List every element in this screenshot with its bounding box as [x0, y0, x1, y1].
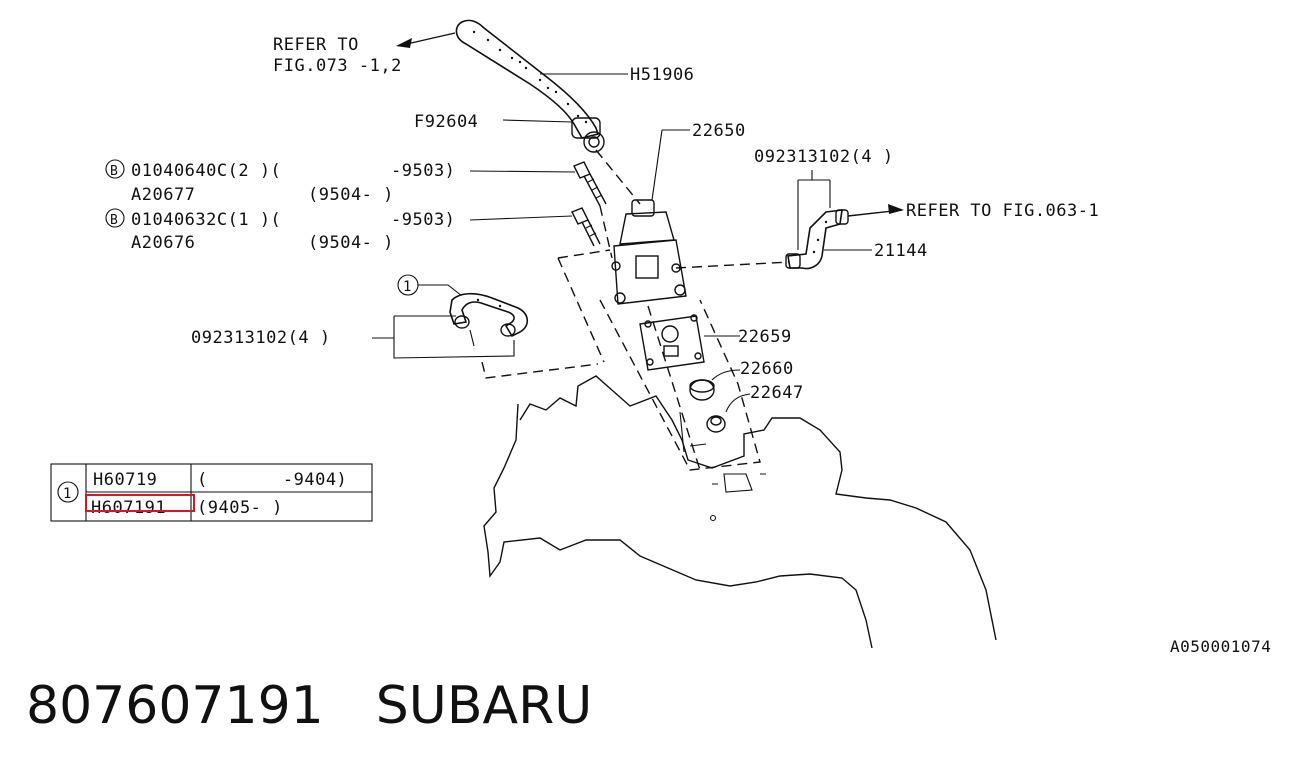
arrow-to-refer-top	[396, 32, 456, 48]
marker-b-2: B	[105, 208, 125, 228]
leader-bolt2	[469, 215, 573, 221]
bolt2-code: 01040632C(1 )(	[131, 210, 281, 230]
bolt2-range: -9503)	[391, 210, 455, 230]
callout-22647: 22647	[750, 383, 804, 403]
leader-092313102-left	[372, 315, 515, 359]
engine-outline	[483, 375, 997, 649]
marker-1-circle: 1	[397, 274, 419, 296]
engine-detail-2	[679, 411, 707, 453]
leader-22650	[651, 129, 663, 201]
table-marker: 1	[63, 486, 71, 502]
center-line-2	[647, 305, 701, 471]
bolt2-alt: A20676	[131, 233, 195, 253]
leader-22660	[711, 369, 741, 381]
leader-092313102-right	[797, 170, 831, 250]
bolt-2	[571, 207, 601, 247]
gasket-plane-left	[557, 249, 611, 363]
marker-b-1: B	[105, 159, 125, 179]
callout-f92604: F92604	[414, 112, 478, 132]
hose1-guide	[481, 361, 599, 379]
bolt1-alt-range: (9504- )	[308, 185, 394, 205]
refer-to-top-line2: FIG.073 -1,2	[273, 56, 402, 76]
callout-22660: 22660	[740, 359, 794, 379]
table-row-1-part: H60719	[93, 470, 157, 490]
part-22660	[689, 379, 715, 401]
caption-brand: SUBARU	[375, 676, 593, 736]
bolt1-code: 01040640C(2 )(	[131, 161, 281, 181]
svg-text:B: B	[110, 164, 118, 179]
gasket-plane-right	[599, 299, 761, 471]
leader-marker-1	[418, 284, 463, 297]
variant-table: 1 H60719 ( -9404) H607191 (9405- )	[50, 463, 373, 522]
center-line-3	[675, 261, 791, 269]
engine-detail-1	[712, 473, 766, 493]
bolt-1	[573, 161, 607, 207]
clamp-f92604	[571, 117, 605, 153]
callout-22650: 22650	[692, 121, 746, 141]
callout-22659: 22659	[738, 327, 792, 347]
callout-h51906: H51906	[630, 65, 694, 85]
valve-22650	[611, 199, 687, 305]
center-line-1	[595, 149, 641, 205]
hose-h51906	[455, 19, 600, 139]
leader-bolt1	[469, 170, 576, 173]
refer-to-top-line1: REFER TO	[273, 35, 359, 55]
caption-part-number: 807607191	[26, 676, 324, 736]
part-22647	[706, 415, 726, 433]
svg-text:1: 1	[403, 279, 411, 295]
callout-21144: 21144	[874, 241, 928, 261]
refer-to-right: REFER TO FIG.063-1	[906, 201, 1099, 221]
leader-22647	[725, 393, 751, 413]
bolt1-range: -9503)	[391, 161, 455, 181]
callout-092313102-right: 092313102(4 )	[754, 147, 894, 167]
highlight-box	[85, 494, 195, 512]
svg-text:B: B	[110, 213, 118, 228]
callout-092313102-left: 092313102(4 )	[191, 328, 331, 348]
engine-hole	[709, 514, 717, 522]
center-line-4	[599, 205, 613, 259]
bolt1-alt: A20677	[131, 185, 195, 205]
leader-f92604	[502, 119, 573, 123]
table-row-1-range: ( -9404)	[197, 470, 347, 490]
table-row-2-part: H607191	[91, 498, 166, 518]
table-row-2-range: (9405- )	[197, 498, 283, 518]
figure-id: A050001074	[1170, 637, 1271, 656]
hose-marker-1	[449, 292, 529, 338]
hose-21144	[785, 209, 849, 270]
bolt2-alt-range: (9504- )	[308, 233, 394, 253]
gasket-22659	[639, 314, 705, 371]
arrow-to-refer-right	[847, 204, 904, 217]
